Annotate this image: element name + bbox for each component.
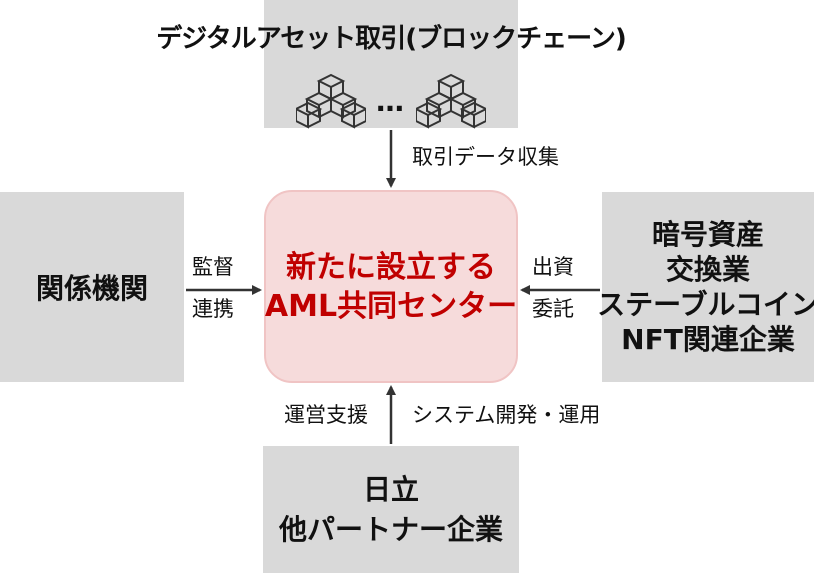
crypto-line1: 暗号資産 (651, 218, 764, 251)
ellipsis: … (376, 84, 406, 118)
partners-box: 日立 他パートナー企業 (263, 446, 519, 573)
label-cooperation: 連携 (192, 297, 234, 321)
partners-line1: 日立 (362, 473, 419, 507)
crypto-line4: NFT関連企業 (621, 323, 795, 356)
blockchain-cubes-icon (416, 73, 486, 129)
label-outsourcing: 委託 (532, 297, 574, 321)
aml-center-line1: 新たに設立する (286, 249, 496, 285)
blockchain-box: デジタルアセット取引(ブロックチェーン) … (156, 0, 627, 129)
label-operation-support: 運営支援 (284, 403, 368, 427)
crypto-line2: 交換業 (665, 253, 750, 286)
label-data-collection: 取引データ収集 (412, 145, 559, 169)
blockchain-icons: … (296, 73, 486, 129)
label-supervision: 監督 (192, 255, 234, 279)
label-system-development: システム開発・運用 (412, 403, 601, 427)
label-investment: 出資 (532, 255, 574, 279)
blockchain-title: デジタルアセット取引(ブロックチェーン) (156, 24, 626, 54)
related-agencies-box: 関係機関 (0, 192, 184, 382)
aml-center-line2: AML共同センター (264, 288, 518, 324)
aml-center-box: 新たに設立する AML共同センター (264, 190, 518, 383)
crypto-businesses-box: 暗号資産 交換業 ステーブルコイン NFT関連企業 (597, 192, 814, 382)
partners-line2: 他パートナー企業 (278, 512, 503, 546)
blockchain-cubes-icon (296, 73, 366, 129)
related-agencies-title: 関係機関 (35, 272, 148, 305)
crypto-line3: ステーブルコイン (597, 288, 814, 321)
